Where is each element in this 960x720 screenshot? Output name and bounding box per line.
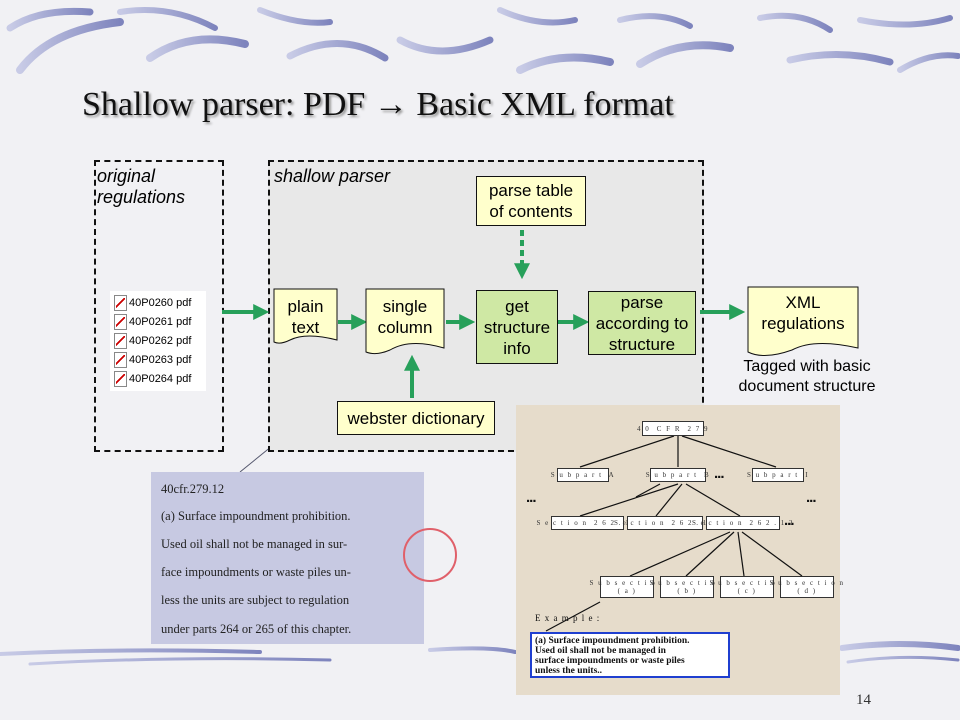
tree-ellipsis: ... bbox=[806, 489, 816, 506]
original-regulations-box bbox=[94, 160, 224, 452]
parse-structure-node: parse according to structure bbox=[588, 291, 696, 355]
xml-doc-shape bbox=[747, 286, 859, 356]
plain-text-node: plain text bbox=[287, 297, 324, 337]
single-column-doc-shape bbox=[365, 288, 445, 355]
pdf-file-item[interactable]: 40P0261 pdf bbox=[114, 312, 191, 331]
pdf-icon bbox=[114, 370, 127, 387]
get-structure-node: get structure info bbox=[476, 290, 558, 364]
slide-title: Shallow parser: PDF → Basic XML format bbox=[82, 86, 674, 123]
excerpt-line: face impoundments or waste piles un- bbox=[161, 565, 351, 579]
regulation-excerpt: 40cfr.279.12 (a) Surface impoundment pro… bbox=[151, 472, 424, 644]
plain-text-doc-shape bbox=[273, 288, 338, 344]
pdf-file-name: 40P0262 pdf bbox=[129, 334, 192, 347]
tree-section-node: S e c t i o n 2 6 2 . 1 2 bbox=[692, 516, 793, 530]
pdf-file-name: 40P0260 pdf bbox=[129, 296, 192, 309]
tree-subpart-node: S u b p a r t B bbox=[646, 468, 709, 482]
original-regulations-label: original regulations bbox=[97, 166, 186, 207]
tree-ellipsis: ... bbox=[714, 465, 724, 482]
tree-ellipsis: ... bbox=[784, 512, 794, 529]
webster-dictionary-node: webster dictionary bbox=[337, 401, 495, 435]
excerpt-line: less the units are subject to regulation bbox=[161, 593, 350, 607]
example-label: E x a m p l e : bbox=[535, 613, 601, 623]
shallow-parser-label: shallow parser bbox=[274, 166, 391, 186]
tree-subsection-node: S u b s e c t i o n ( a ) bbox=[590, 576, 663, 598]
example-text-box: (a) Surface impoundment prohibition. Use… bbox=[530, 632, 730, 678]
tree-section-node: S e c t i o n 2 6 2 . 1 0 bbox=[537, 516, 637, 530]
tree-subpart-node: S u b p a r t A bbox=[551, 468, 614, 482]
swoosh-bottom bbox=[0, 641, 960, 666]
pdf-file-item[interactable]: 40P0262 pdf bbox=[114, 331, 191, 350]
single-column-node: single column bbox=[377, 297, 433, 337]
pdf-file-name: 40P0263 pdf bbox=[129, 353, 192, 366]
pdf-file-item[interactable]: 40P0263 pdf bbox=[114, 350, 191, 369]
pdf-file-name: 40P0264 pdf bbox=[129, 372, 192, 385]
pdf-icon bbox=[114, 351, 127, 368]
tree-subpart-node: S u b p a r t I bbox=[747, 468, 808, 482]
tree-edges bbox=[545, 435, 803, 632]
tree-subsection-node: S u b s e c t i o n ( b ) bbox=[650, 576, 723, 598]
highlight-circle bbox=[403, 528, 457, 582]
swoosh-top bbox=[6, 7, 960, 74]
excerpt-line: (a) Surface impoundment prohibition. bbox=[161, 509, 351, 523]
tree-root-node: 4 0 C F R 2 7 9 bbox=[637, 421, 708, 436]
xml-regulations-node: XML regulations bbox=[761, 293, 845, 333]
pdf-file-name: 40P0261 pdf bbox=[129, 315, 192, 328]
tree-ellipsis: ... bbox=[526, 489, 536, 506]
excerpt-line: under parts 264 or 265 of this chapter. bbox=[161, 622, 352, 636]
pdf-icon bbox=[114, 294, 127, 311]
page-number: 14 bbox=[856, 692, 871, 708]
parse-toc-node: parse table of contents bbox=[476, 176, 586, 226]
pdf-icon bbox=[114, 313, 127, 330]
pdf-file-list: 40P0260 pdf 40P0261 pdf 40P0262 pdf 40P0… bbox=[110, 291, 206, 391]
pdf-file-item[interactable]: 40P0260 pdf bbox=[114, 293, 191, 312]
tree-subsection-node: S u b s e c t i o n ( d ) bbox=[770, 576, 843, 598]
excerpt-line: 40cfr.279.12 bbox=[161, 482, 225, 496]
excerpt-line: Used oil shall not be managed in sur- bbox=[161, 537, 348, 551]
pdf-icon bbox=[114, 332, 127, 349]
tagged-note: Tagged with basic document structure bbox=[738, 358, 876, 395]
tree-subsection-node: S u b s e c t i o n ( c ) bbox=[710, 576, 783, 598]
pdf-file-item[interactable]: 40P0264 pdf bbox=[114, 369, 191, 388]
